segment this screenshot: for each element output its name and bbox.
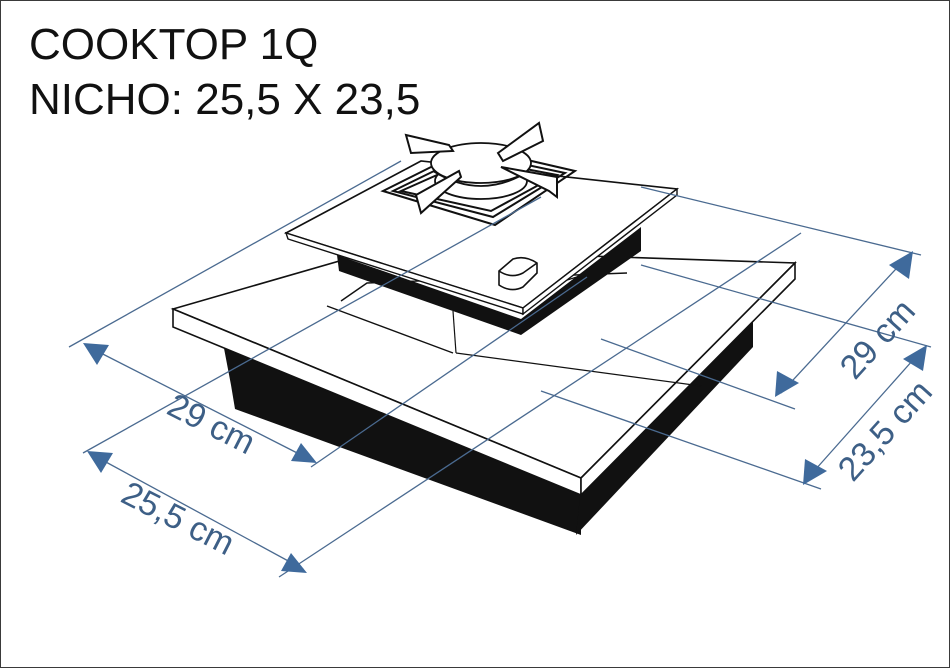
countertop	[170, 248, 797, 535]
control-knob	[498, 256, 538, 291]
arrow-icon	[903, 345, 927, 371]
arrow-icon	[87, 451, 113, 473]
arrow-icon	[775, 371, 799, 397]
arrow-icon	[281, 553, 307, 573]
cooktop-depth-label: 29 cm	[833, 292, 923, 386]
niche-width-label: 25,5 cm	[115, 474, 240, 563]
dimension-arrows	[83, 251, 927, 573]
arrow-icon	[889, 251, 913, 279]
dimension-lines	[68, 160, 932, 578]
arrow-icon	[803, 459, 827, 485]
arrow-icon	[83, 343, 109, 365]
cooktop	[283, 121, 680, 335]
niche-title: NICHO: 25,5 X 23,5	[29, 75, 421, 124]
product-title: COOKTOP 1Q	[29, 20, 319, 69]
arrow-icon	[291, 443, 317, 463]
grate-fingers	[404, 121, 558, 215]
